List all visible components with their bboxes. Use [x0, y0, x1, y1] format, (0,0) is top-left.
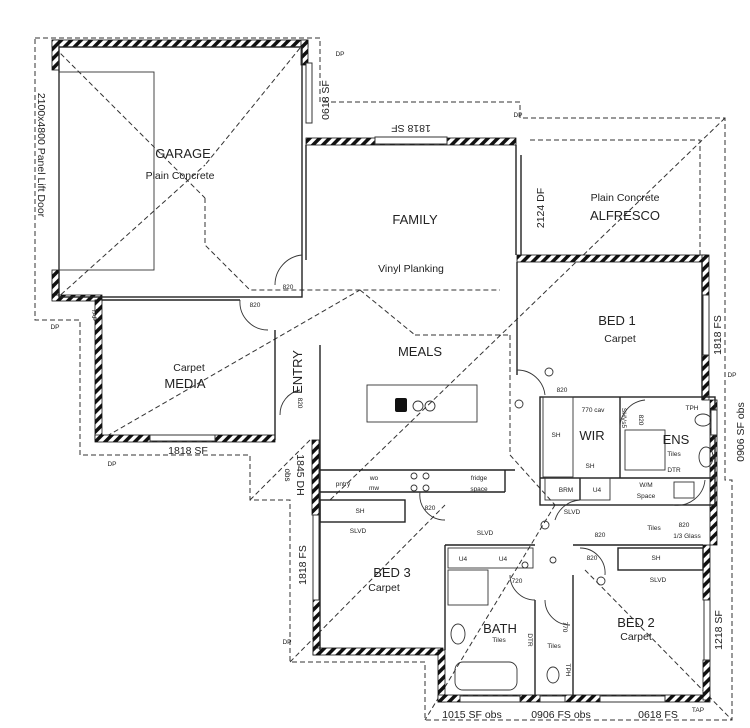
downpipe-label: DP [50, 324, 59, 331]
garage-side-window: 0618 SF [320, 80, 332, 120]
windows [149, 62, 718, 703]
slvd-label: SLVD [650, 577, 667, 584]
washer-label: W/M [639, 482, 652, 489]
internal-walls [58, 46, 716, 697]
room-ens: ENS [663, 432, 690, 447]
fixtures [395, 367, 714, 684]
room-family: FAMILY [392, 212, 438, 227]
bed1-side-window: 1818 FS [712, 315, 724, 355]
garage-floor: Plain Concrete [146, 170, 215, 182]
downpipe-label: DP [282, 639, 291, 646]
wc-bottom-window: 0906 FS obs [531, 709, 591, 721]
broom-label: BRM [559, 487, 573, 494]
cupboard-label: U4 [499, 556, 508, 563]
room-bed1: BED 1 [598, 313, 636, 328]
door-label: 820 [587, 555, 598, 562]
bed2-bottom-window: 0618 FS [638, 709, 678, 721]
entry-side-window: 1845 DH [294, 454, 306, 495]
ens-side-window: 0906 SF obs [735, 402, 747, 462]
laundry-floor: Tiles [647, 525, 661, 532]
towel-rail-label: DTR [526, 633, 533, 647]
pantry-label: pntry [336, 481, 351, 488]
door-label: 770 cav [582, 407, 606, 414]
room-bed2: BED 2 [617, 615, 655, 630]
bed3-side-window: 1818 FS [297, 545, 309, 585]
bed1-floor: Carpet [604, 333, 636, 345]
media-bottom-window: 1818 SF [168, 445, 208, 457]
door-label: 820 [637, 415, 644, 426]
wall-oven-label: wo [369, 475, 379, 482]
ens-floor: Tiles [667, 451, 681, 458]
media-floor: Carpet [173, 362, 205, 374]
fixture-labels: pntry wo mw fridge space SH SLVD SLVD SH… [336, 405, 699, 677]
shelf-label: SH [355, 508, 364, 515]
door-label: 820 [595, 532, 606, 539]
downpipe-label: DP [107, 461, 116, 468]
slvd-label: SLVD [350, 528, 367, 535]
room-wir: WIR [579, 428, 604, 443]
towel-holder-label: TPH [686, 405, 699, 412]
door-label: 770 [561, 622, 568, 633]
door-label: 1/3 Glass [673, 533, 701, 540]
towel-rail-label: DTR [667, 467, 681, 474]
downpipe-label: DP [335, 51, 344, 58]
washer-space-label: Space [637, 493, 656, 500]
alfresco-floor: Plain Concrete [591, 192, 660, 204]
cupboard-label: U4 [459, 556, 468, 563]
tap-label: TAP [692, 707, 704, 714]
fridge-space-label: space [470, 486, 488, 493]
downpipe-label: DP [727, 372, 736, 379]
entry-obs: obs [283, 469, 292, 482]
bath-floor: Tiles [492, 637, 506, 644]
towel-holder-label: TPH [564, 664, 571, 677]
door-label: 820 [557, 387, 568, 394]
room-labels: GARAGE Plain Concrete FAMILY Vinyl Plank… [146, 146, 690, 650]
room-bath: BATH [483, 621, 517, 636]
room-meals: MEALS [398, 344, 442, 359]
bed2-side-window: 1218 SF [713, 610, 725, 650]
bath-bottom-window: 1015 SF obs [442, 709, 502, 721]
room-entry: ENTRY [290, 350, 305, 394]
door-label: 820 [296, 398, 303, 409]
tap-label: TAP [90, 309, 97, 321]
family-floor: Vinyl Planking [378, 263, 444, 275]
cupboard-label: U4 [593, 487, 602, 494]
door-labels: 820 820 820 820 820 820 820 1/3 Glass 72… [250, 284, 702, 633]
family-top-window: 1818 SF [391, 122, 431, 134]
shelf-label: SH [585, 463, 594, 470]
room-bed3: BED 3 [373, 565, 411, 580]
hall-floor: Tiles [547, 643, 561, 650]
shelves-label: SHVs5 [620, 408, 627, 429]
fridge-label: fridge [471, 475, 488, 482]
bed2-floor: Carpet [620, 631, 652, 643]
markers: DP DP DP DP DP DP TAP TAP [50, 51, 736, 714]
shelf-label: SH [651, 555, 660, 562]
slvd-label: SLVD [477, 530, 494, 537]
garage-door-label: 2100x4800 Panel Lift Door [35, 93, 47, 218]
shelf-label: SH [551, 432, 560, 439]
doors [239, 254, 706, 626]
window-labels: 2100x4800 Panel Lift Door 0618 SF 1818 S… [35, 80, 747, 721]
slvd-label: SLVD [564, 509, 581, 516]
downpipe-label: DP [513, 112, 522, 119]
room-media: MEDIA [164, 376, 206, 391]
door-label: 820 [283, 284, 294, 291]
alfresco-door-label: 2124 DF [535, 188, 547, 228]
door-label: 820 [679, 522, 690, 529]
door-label: 820 [425, 505, 436, 512]
bed3-floor: Carpet [368, 582, 400, 594]
room-alfresco: ALFRESCO [590, 208, 660, 223]
room-garage: GARAGE [155, 146, 211, 161]
door-label: 820 [250, 302, 261, 309]
door-label: 720 [512, 578, 523, 585]
microwave-label: mw [369, 485, 379, 492]
